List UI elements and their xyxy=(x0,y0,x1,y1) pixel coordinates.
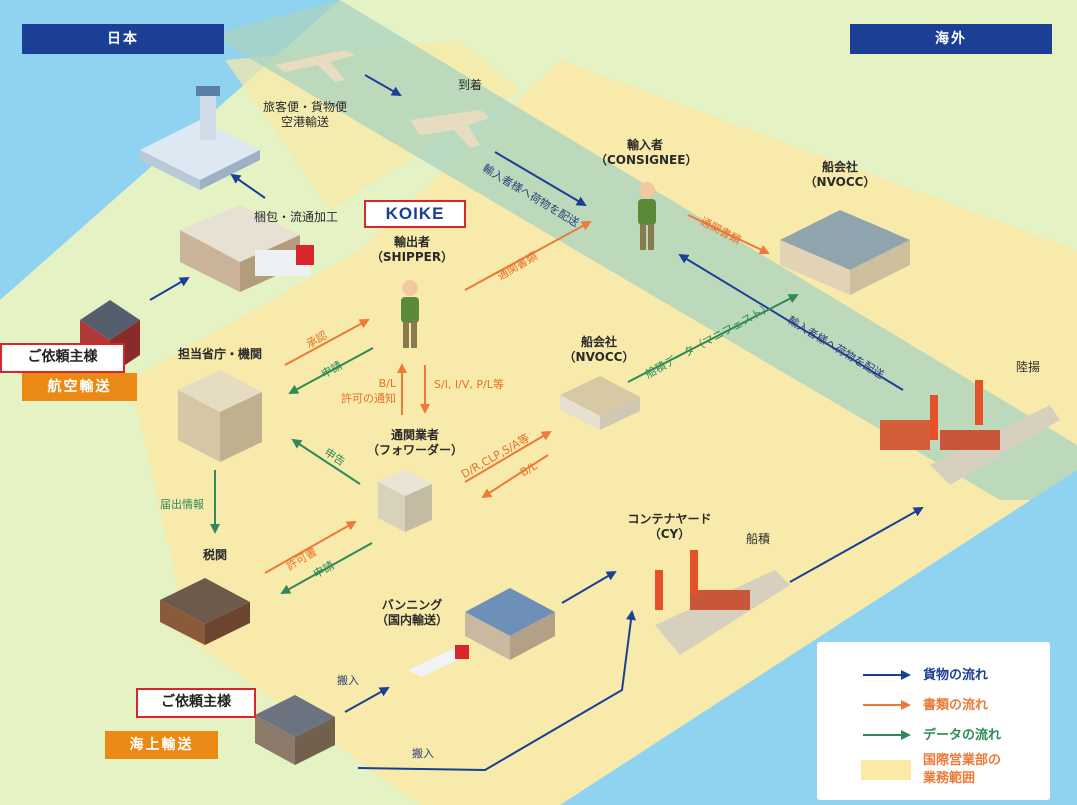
arrow-packing-to-airport xyxy=(230,173,266,199)
arrow-shipper-docs-to-consignee xyxy=(464,221,592,291)
container-ship-landing-icon xyxy=(880,380,1060,485)
ministry-label: 担当省庁・機関 xyxy=(177,347,262,361)
legend-cargo-label: 貨物の流れ xyxy=(923,668,989,683)
arrow-arrival-to-consignee xyxy=(494,151,587,207)
carry-in-label-2: 搬入 xyxy=(412,747,434,760)
carry-in-label-1: 搬入 xyxy=(337,674,359,687)
legend-scope: 国際営業部の 業務範囲 xyxy=(817,752,1050,796)
container-ship-loading-icon xyxy=(655,550,790,655)
legend-docs: 書類の流れ xyxy=(817,694,1050,724)
forwarder-label: 通関業者 （フォワーダー） xyxy=(366,428,463,457)
legend-scope-label: 国際営業部の 業務範囲 xyxy=(923,753,1002,786)
air-transport-badge: 航空輸送 xyxy=(22,373,137,401)
airplane-arrival-icon xyxy=(410,110,490,148)
cargo-flows xyxy=(149,74,924,772)
consignee-person-icon xyxy=(638,182,656,250)
bl-permit-label: B/L 許可の通知 xyxy=(341,377,396,405)
arrow-consignee-docs-to-nvocc xyxy=(687,214,770,255)
legend-docs-arrow-icon xyxy=(863,700,911,710)
arrow-sea-client-to-cy xyxy=(357,610,636,772)
legend-cargo: 貨物の流れ xyxy=(817,664,1050,694)
packing-label: 梱包・流通加工 xyxy=(253,210,338,224)
legend-cargo-arrow-icon xyxy=(863,670,911,680)
region-japan-header: 日本 xyxy=(22,24,224,54)
shipper-person-icon xyxy=(401,280,419,348)
koike-logo: KOIKE xyxy=(364,200,466,228)
arrow-nvocc-bl-to-forwarder xyxy=(481,454,549,499)
arrow-factory-to-packing xyxy=(149,276,190,301)
arrow-ministry-approval-to-shipper xyxy=(284,319,370,366)
data-flows xyxy=(210,294,799,594)
loading-label: 船積 xyxy=(745,532,770,546)
filing-label: 届出情報 xyxy=(160,498,204,511)
forwarder-building-icon xyxy=(378,470,432,532)
vanning-warehouse-icon xyxy=(465,588,555,660)
legend-scope-swatch xyxy=(861,760,911,780)
legend: 貨物の流れ 書類の流れ データの流れ 国際営業部の 業務範囲 xyxy=(817,642,1050,800)
airplane-icon xyxy=(275,50,355,82)
arrow-plane-to-arrival xyxy=(364,74,402,96)
sea-client-label: ご依頼主様 xyxy=(136,688,256,718)
warehouse-packing-icon xyxy=(180,205,314,292)
airport-transport-label: 旅客便・貨物便 空港輸送 xyxy=(262,100,347,129)
arrival-label: 到着 xyxy=(457,78,482,92)
shipping-company-domestic-icon xyxy=(560,376,640,430)
shipping-company-overseas-icon xyxy=(780,210,910,295)
doc-flows xyxy=(264,214,770,574)
legend-data-label: データの流れ xyxy=(923,728,1002,743)
airport-building-icon xyxy=(140,86,260,190)
region-overseas-header: 海外 xyxy=(850,24,1052,54)
government-office-icon xyxy=(178,370,262,462)
arrow-shipper-application-to-ministry xyxy=(288,347,374,394)
arrow-warehouse-to-truck xyxy=(344,687,390,713)
vanning-label: バンニング （国内輸送） xyxy=(375,598,448,627)
container-yard-label: コンテナヤード （CY） xyxy=(627,512,712,541)
customs-building-icon xyxy=(160,578,250,645)
legend-docs-label: 書類の流れ xyxy=(923,698,989,713)
arrow-forwarder-dr-to-nvocc xyxy=(464,430,552,483)
sea-client-warehouse-icon xyxy=(255,695,335,765)
legend-data: データの流れ xyxy=(817,724,1050,754)
si-iv-label: S/I, I/V, P/L等 xyxy=(434,378,504,391)
legend-data-arrow-icon xyxy=(863,730,911,740)
air-client-label: ご依頼主様 xyxy=(0,343,125,373)
truck-icon xyxy=(408,645,469,677)
customs-label: 税関 xyxy=(202,548,227,562)
arrow-nvocc-manifest-to-overseas xyxy=(627,294,799,383)
arrow-ship-overseas xyxy=(789,507,924,583)
arrow-forwarder-application-to-customs xyxy=(280,542,373,594)
nvocc-domestic-label: 船会社 （NVOCC） xyxy=(563,335,635,364)
arrow-vanning-to-cy xyxy=(561,570,617,604)
landing-label: 陸揚 xyxy=(1015,360,1040,374)
arrow-forwarder-declaration-to-ministry xyxy=(291,438,361,485)
shipper-label: 輸出者 （SHIPPER） xyxy=(370,235,454,264)
consignee-label: 輸入者 （CONSIGNEE） xyxy=(595,138,698,167)
arrow-customs-permit-to-forwarder xyxy=(264,521,357,574)
arrow-landing-to-consignee xyxy=(678,253,904,391)
sea-transport-badge: 海上輸送 xyxy=(105,731,218,759)
nvocc-overseas-label: 船会社 （NVOCC） xyxy=(804,160,876,189)
